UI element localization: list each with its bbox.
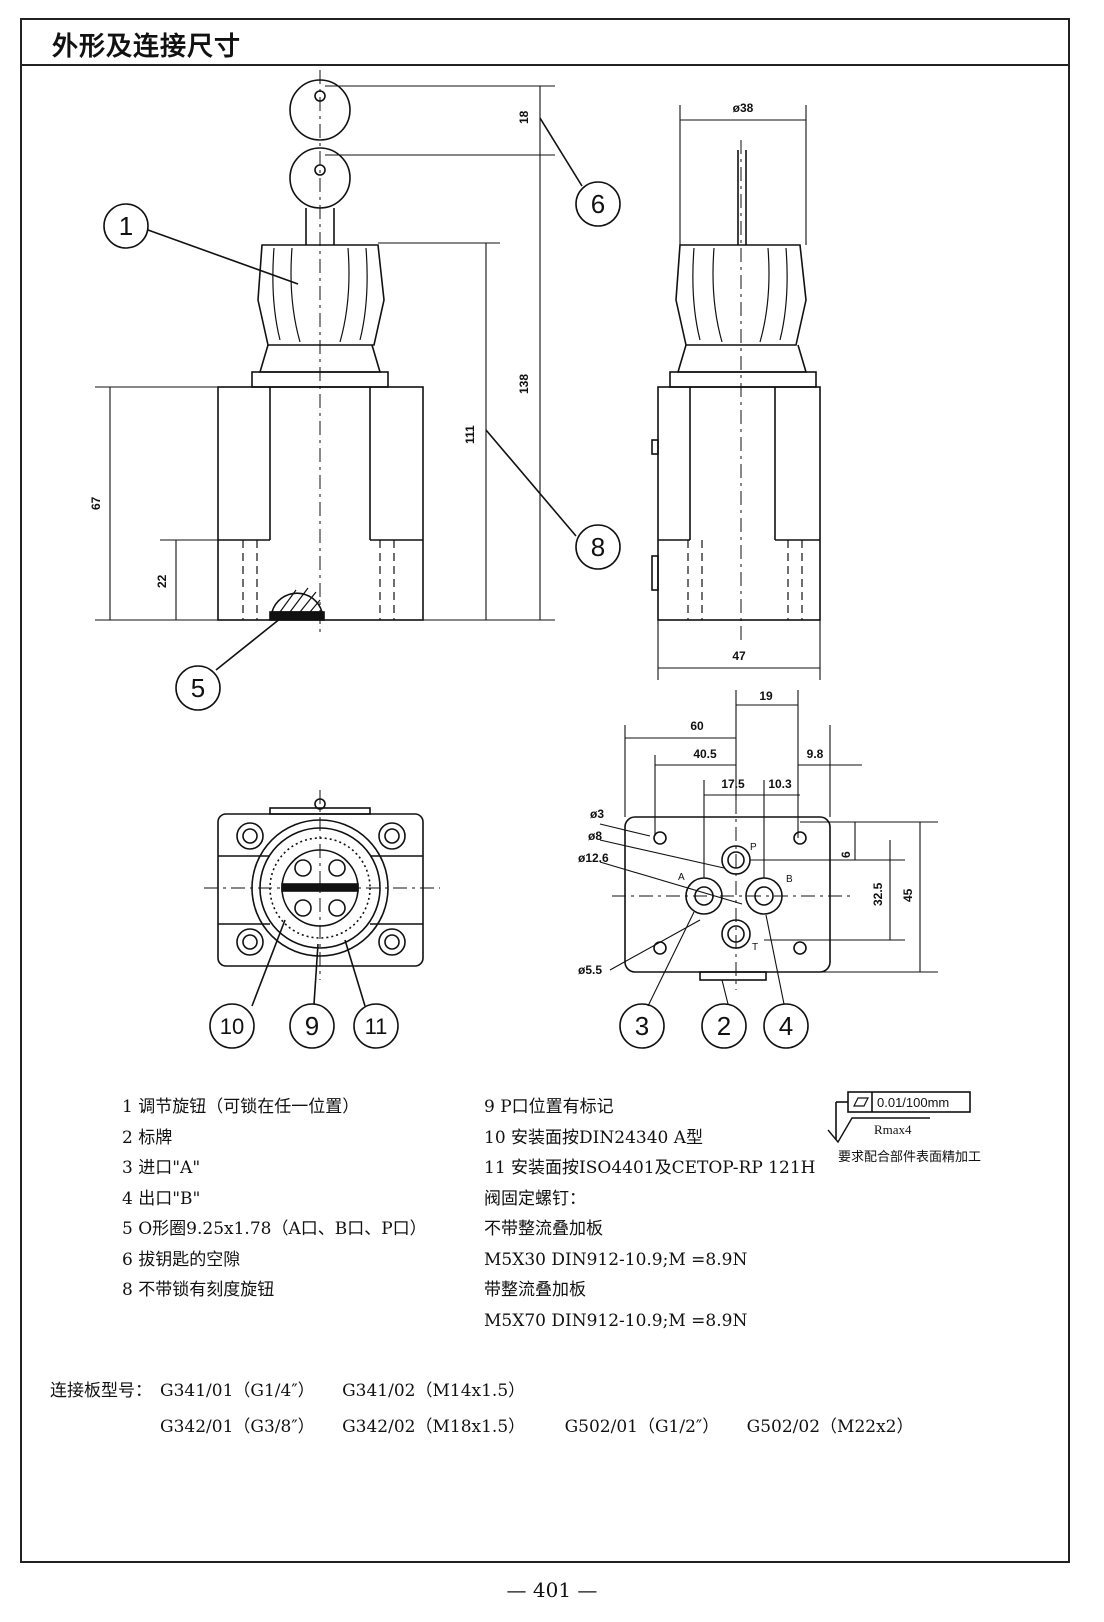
dim-18: 18 (517, 110, 531, 124)
page-frame (20, 18, 1070, 1563)
surface-finish-symbol: 0.01/100mm Rmax4 (827, 1091, 971, 1144)
notes-left: 1 调节旋钮（可锁在任一位置） 2 标牌 3 进口"A" 4 出口"B" 5 O… (122, 1092, 427, 1306)
note-item: 2 标牌 (122, 1127, 173, 1148)
port-T-label: T (752, 942, 758, 953)
note-item: 6 拔钥匙的空隙 (122, 1249, 241, 1270)
dim-138: 138 (517, 374, 531, 394)
side-view: ø38 47 (651, 101, 821, 680)
dim-phi12-6: ø12.6 (578, 851, 609, 865)
dim-111: 111 (463, 425, 477, 444)
note-item: 11 安装面按ISO4401及CETOP-RP 121H (484, 1158, 816, 1178)
balloon-10-label: 10 (220, 1014, 244, 1039)
balloon-9 (289, 1003, 335, 1049)
plate-model: G342/01（G3/8″） (160, 1417, 315, 1437)
plates-row-2: G342/01（G3/8″） G342/02（M18x1.5） G502/01（… (160, 1412, 936, 1437)
note-item: 4 出口"B" (122, 1188, 201, 1209)
note-item: 8 不带锁有刻度旋钮 (122, 1280, 275, 1300)
balloon-5-label: 5 (191, 673, 205, 703)
dim-67: 67 (89, 496, 103, 510)
balloon-5 (175, 665, 221, 711)
plates-row-1: G341/01（G1/4″） G341/02（M14x1.5） (160, 1376, 547, 1401)
notes-right: 9 P口位置有标记 10 安装面按DIN24340 A型 11 安装面按ISO4… (484, 1092, 815, 1336)
port-A-label: A (678, 872, 685, 883)
port-B-label: B (786, 874, 793, 885)
dim-60: 60 (690, 719, 704, 733)
mounting-face (624, 816, 831, 973)
note-item: 3 进口"A" (122, 1158, 201, 1178)
dim-40-5: 40.5 (693, 747, 717, 761)
balloon-8 (575, 524, 621, 570)
adjusting-knob (257, 244, 385, 346)
dim-17-5: 17.5 (721, 777, 745, 791)
balloon-6-label: 6 (591, 189, 605, 219)
balloon-2-label: 2 (717, 1011, 731, 1041)
dim-10-3: 10.3 (768, 777, 792, 791)
side-knob (675, 244, 807, 346)
balloon-4 (763, 1003, 809, 1049)
dim-19: 19 (759, 689, 773, 703)
note-item: 5 O形圈9.25x1.78（A口、B口、P口） (122, 1219, 427, 1239)
note-item: 不带整流叠加板 (484, 1219, 603, 1239)
note-item: 带整流叠加板 (484, 1280, 586, 1300)
balloon-2 (701, 1003, 747, 1049)
top-view: 10 9 11 (204, 790, 440, 1049)
dim-phi5-5: ø5.5 (578, 963, 602, 977)
plates-label: 连接板型号： (50, 1381, 152, 1401)
balloon-11 (353, 1003, 399, 1049)
balloon-4-label: 4 (779, 1011, 793, 1041)
dim-9-8: 9.8 (807, 747, 824, 761)
balloon-1-label: 1 (119, 211, 133, 241)
note-item: 10 安装面按DIN24340 A型 (484, 1127, 704, 1148)
note-item: 1 调节旋钮（可锁在任一位置） (122, 1097, 360, 1117)
flatness-value: 0.01/100mm (877, 1095, 949, 1110)
balloon-3-label: 3 (635, 1011, 649, 1041)
o-ring-section (270, 592, 324, 613)
side-body (657, 386, 821, 621)
roughness-value: Rmax4 (874, 1122, 912, 1137)
header-bar: 外形及连接尺寸 (20, 18, 1070, 66)
balloon-1 (103, 203, 149, 249)
balloon-10 (209, 1003, 255, 1049)
port-P-label: P (750, 842, 757, 853)
dim-phi8: ø8 (588, 829, 602, 843)
balloon-11-label: 11 (365, 1014, 388, 1039)
front-view: 18 138 111 67 22 1 6 8 5 (89, 70, 621, 711)
dim-6: 6 (839, 851, 853, 858)
note-item: 阀固定螺钉： (484, 1188, 586, 1209)
dim-45: 45 (901, 888, 915, 902)
dim-22: 22 (155, 574, 169, 588)
plate-model: G502/01（G1/2″） (564, 1417, 720, 1437)
plate-model: G341/02（M14x1.5） (342, 1381, 526, 1401)
page-title: 外形及连接尺寸 (52, 32, 242, 62)
plate-model: G342/02（M18x1.5） (342, 1417, 526, 1437)
plate-model: G502/02（M22x2） (746, 1417, 914, 1437)
dim-32-5: 32.5 (871, 882, 885, 906)
note-item: M5X70 DIN912-10.9;M =8.9N (484, 1310, 748, 1331)
dim-phi3: ø3 (590, 807, 604, 821)
note-item: M5X30 DIN912-10.9;M =8.9N (484, 1249, 748, 1270)
balloon-6 (575, 181, 621, 227)
note-item: 9 P口位置有标记 (484, 1097, 614, 1117)
balloon-8-label: 8 (591, 532, 605, 562)
balloon-3 (619, 1003, 665, 1049)
surface-note: 要求配合部件表面精加工 (838, 1150, 982, 1165)
plate-model: G341/01（G1/4″） (160, 1381, 315, 1401)
port-view: P A B T (578, 689, 938, 1049)
page-number: — 401 — (506, 1578, 598, 1602)
dim-phi38: ø38 (733, 101, 754, 115)
dim-47: 47 (732, 649, 746, 663)
balloon-9-label: 9 (305, 1011, 319, 1041)
